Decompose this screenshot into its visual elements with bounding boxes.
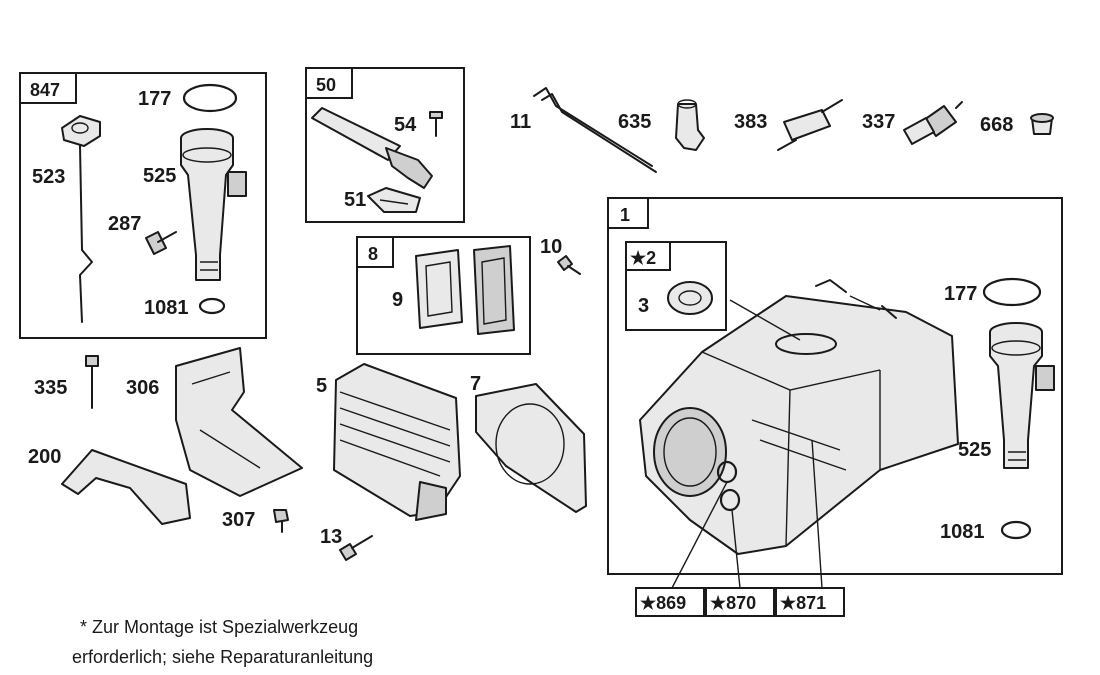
callout-870: ★870 [705,587,775,617]
part-label-54: 54 [394,114,417,136]
part-label-13: 13 [320,526,342,548]
part-label-5: 5 [316,375,327,397]
part-label-635: 635 [618,111,651,133]
group-847-tag [19,72,77,104]
group-50-box [305,67,465,223]
group-2-label: ★2 [630,248,656,268]
bracket-383 [777,99,843,151]
part-label-11: 11 [510,111,531,133]
part-label-307: 307 [222,509,255,531]
group-1-label: 1 [620,205,630,225]
breather-gasket [367,187,421,213]
group-847: 847 177 523 525 287 1081 [19,72,267,339]
part-label-1081-left: 1081 [144,297,189,319]
group-8-tag [356,236,394,268]
group-2-tag [625,241,671,271]
screw-54 [429,111,443,137]
oil-fill-tube-525-right [989,322,1055,469]
part-label-177-right: 177 [944,283,977,305]
o-ring-177-right [982,277,1042,307]
part-label-287: 287 [108,213,141,235]
o-ring-177 [182,83,238,113]
part-label-306: 306 [126,377,159,399]
callout-871-label: ★871 [780,593,826,613]
callout-869: ★869 [635,587,705,617]
dipstick-523 [61,115,101,323]
gasket-9-b [473,245,515,335]
breather-tube [311,107,433,189]
group-8-box [356,236,531,355]
part-label-383: 383 [734,111,767,133]
o-ring-1081-right [1000,520,1032,540]
o-ring-1081 [198,297,226,315]
screw-10 [557,255,581,275]
oil-fill-tube-525 [180,128,247,281]
group-847-label: 847 [30,80,60,100]
group-50-label: 50 [316,75,336,95]
group-1-box [607,197,1063,575]
group-2-box [625,241,727,331]
part-label-1081-right: 1081 [940,521,985,543]
bracket-200 [61,449,191,525]
screw-307 [273,509,289,533]
part-label-9: 9 [392,289,403,311]
part-label-177-top: 177 [138,88,171,110]
callout-870-label: ★870 [710,593,756,613]
part-label-10: 10 [540,236,562,258]
bolt-335 [85,355,99,409]
cylinder-head-5 [333,363,461,521]
engine-block [639,279,959,555]
group-50-tag [305,67,353,99]
group-50: 50 54 51 [305,67,465,223]
fitting-635 [675,99,705,151]
head-gasket-7 [475,383,587,513]
gasket-9-a [415,249,463,329]
part-label-3: 3 [638,295,649,317]
group-847-box [19,72,267,339]
callout-871: ★871 [775,587,845,617]
callout-869-label: ★869 [640,593,686,613]
bolt-13 [339,535,373,561]
part-label-525-right: 525 [958,439,991,461]
plug-668 [1030,113,1054,135]
part-label-668: 668 [980,114,1013,136]
part-label-525-left: 525 [143,165,176,187]
spark-plug-337 [903,101,963,145]
footnote-line-1: * Zur Montage ist Spezialwerkzeug [80,617,358,637]
dipstick-rod-11 [533,87,657,173]
screw-287 [145,231,177,255]
shield-306 [175,347,303,497]
part-label-337: 337 [862,111,895,133]
part-label-335: 335 [34,377,67,399]
group-8-label: 8 [368,244,378,264]
group-1: 1 ★2 3 177 [607,197,1063,589]
footnote-line-2: erforderlich; siehe Reparaturanleitung [72,647,373,667]
oil-seal-3 [667,281,713,315]
part-label-51: 51 [344,189,366,211]
part-label-523: 523 [32,166,65,188]
part-label-200: 200 [28,446,61,468]
group-8: 8 9 [356,236,531,355]
group-1-tag [607,197,649,229]
callout-leaders [671,439,823,589]
part-label-7: 7 [470,373,481,395]
